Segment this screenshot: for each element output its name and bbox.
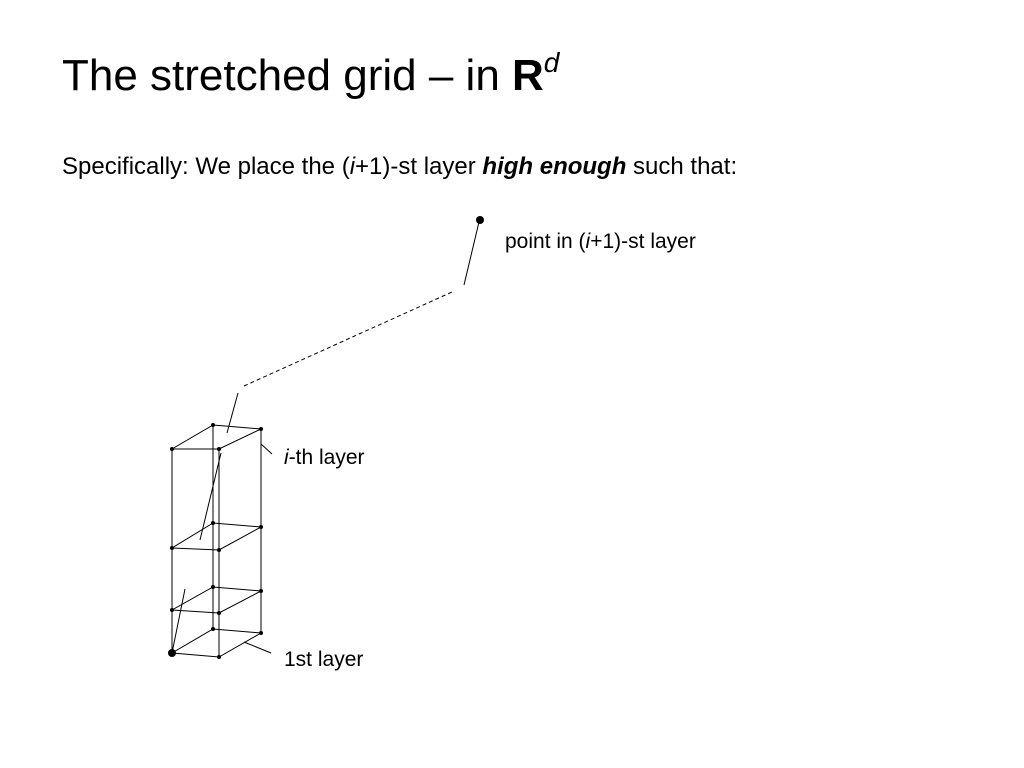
subtitle-emphasis: high enough [482, 153, 627, 180]
subtitle-middle: +1)-st layer [355, 153, 483, 180]
upward-segment [226, 392, 239, 434]
ith-layer-face [170, 424, 263, 450]
middle-layer-face [170, 522, 263, 551]
ith-layer-label-suffix: -th layer [288, 446, 365, 469]
point-layer-label-suffix: +1)-st layer [590, 230, 696, 253]
upward-segment [463, 221, 480, 286]
grid-vertex [170, 608, 174, 612]
point-layer-label-var: i [585, 230, 591, 253]
point-layer-label: point in (i+1)-st layer [505, 229, 696, 254]
subtitle-prefix: Specifically: We place the ( [62, 153, 350, 180]
slanted-segment [171, 588, 186, 654]
slide-subtitle: Specifically: We place the (i+1)-st laye… [62, 153, 737, 182]
grid-vertex [170, 546, 174, 550]
grid-vertex [211, 423, 215, 427]
base-point [168, 649, 176, 657]
slide-title: The stretched grid – in Rd [62, 47, 559, 100]
grid-vertex [211, 627, 215, 631]
second-layer-face [170, 586, 263, 614]
upper-layer-point [476, 216, 484, 224]
point-layer-label-prefix: point in ( [505, 230, 586, 253]
subtitle-suffix: such that: [626, 153, 738, 180]
first-layer-label: 1st layer [284, 648, 364, 671]
grid-vertex [217, 548, 221, 552]
first-layer-leader [243, 641, 272, 654]
grid-vertex [259, 631, 263, 635]
grid-vertex [217, 655, 221, 659]
title-bold-symbol: R [512, 51, 544, 100]
grid-vertex [259, 589, 263, 593]
slanted-segment [199, 452, 222, 541]
title-text: The stretched grid – in [62, 51, 513, 100]
grid-vertex [217, 611, 221, 615]
grid-vertex [259, 427, 263, 431]
dashed-connector [243, 291, 453, 387]
grid-vertex [170, 447, 174, 451]
title-superscript: d [543, 47, 560, 78]
ith-layer-label-var: i [284, 446, 289, 469]
grid-vertex [211, 585, 215, 589]
ith-layer-leader [260, 443, 273, 455]
grid-vertex [217, 447, 221, 451]
ith-layer-label: i-th layer [284, 445, 365, 470]
subtitle-italic-var: i [349, 153, 356, 180]
grid-vertex [211, 521, 215, 525]
grid-vertex [259, 525, 263, 529]
